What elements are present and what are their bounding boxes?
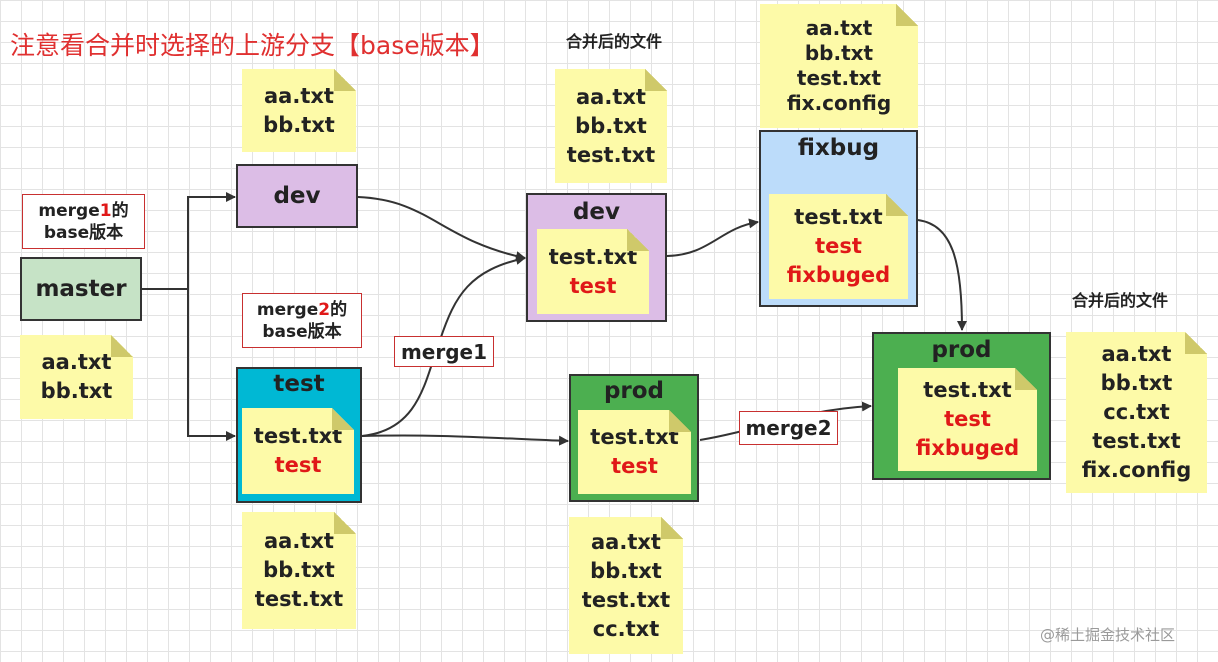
note-fold-icon [111, 335, 133, 357]
branch-name: dev [273, 183, 321, 209]
branch-name: dev [572, 199, 621, 225]
label-text: merge [38, 200, 100, 221]
note-fold-icon [896, 4, 918, 26]
file-name: fix.config [786, 91, 892, 115]
file-name: bb.txt [590, 558, 662, 583]
edge-dev-fixbug [666, 218, 759, 257]
note-fold-icon [334, 512, 356, 534]
file-content: test [274, 453, 322, 477]
caption-merged-files: 合并后的文件 [1072, 291, 1169, 310]
file-name: aa.txt [576, 84, 646, 109]
note-fold-icon [334, 69, 356, 91]
file-name: test.txt [923, 378, 1012, 402]
file-content: fixbuged [786, 263, 891, 287]
file-name: cc.txt [592, 616, 660, 641]
label-text: merge [256, 299, 319, 320]
file-name: bb.txt [263, 558, 335, 582]
note-fold-icon [1015, 368, 1037, 390]
file-name: test.txt [794, 205, 883, 229]
label-text: base版本 [43, 222, 124, 243]
watermark: @稀土掘金技术社区 [1040, 626, 1176, 644]
file-name: test.txt [566, 142, 656, 167]
merge1-base-label: merge1的 base版本 [22, 194, 145, 249]
label-text: 的 [330, 299, 348, 320]
branch-name: prod [603, 378, 665, 404]
label-number: 2 [318, 299, 331, 320]
file-content: test [944, 407, 991, 431]
file-name: aa.txt [41, 350, 112, 374]
note-fold-icon [627, 229, 649, 251]
file-name: aa.txt [264, 83, 334, 108]
file-name: cc.txt [1103, 400, 1170, 424]
branch-name: test [273, 371, 325, 397]
file-note-prod-merged: aa.txt bb.txt cc.txt test.txt fix.config [1066, 332, 1207, 493]
file-name: test.txt [1092, 429, 1181, 453]
file-name: aa.txt [805, 16, 873, 40]
branch-master: master [20, 257, 142, 321]
edge-dev-dev [357, 196, 526, 262]
file-note-dev: aa.txt bb.txt [242, 69, 356, 152]
file-name: aa.txt [591, 529, 661, 554]
merge2-label: merge2 [739, 411, 838, 445]
file-name: test.txt [548, 244, 638, 269]
file-name: bb.txt [263, 112, 335, 137]
merge1-label: merge1 [394, 336, 494, 367]
file-name: test.txt [796, 66, 882, 90]
note-fold-icon [1185, 332, 1207, 354]
note-fold-icon [661, 517, 683, 539]
file-note-prod-merged-inner: test.txt test fixbuged [898, 368, 1037, 471]
file-content: test [569, 273, 617, 298]
file-name: bb.txt [575, 113, 647, 138]
branch-dev: dev [236, 164, 358, 228]
file-content: fixbuged [915, 436, 1020, 460]
file-note-fixbug-inner: test.txt test fixbuged [769, 194, 908, 299]
caption-merged-files: 合并后的文件 [566, 32, 663, 51]
label-text: base版本 [262, 321, 342, 342]
note-fold-icon [886, 194, 908, 216]
file-name: test.txt [581, 587, 671, 612]
edge-fixbug-prod [917, 219, 967, 331]
edge-master-test [142, 288, 236, 441]
file-name: test.txt [253, 424, 343, 448]
label-text: 的 [111, 200, 129, 221]
file-note-prod: aa.txt bb.txt test.txt cc.txt [569, 517, 683, 654]
branch-name: fixbug [797, 135, 880, 161]
page-title: 注意看合并时选择的上游分支【base版本】 [10, 31, 495, 60]
file-name: aa.txt [1101, 342, 1172, 366]
file-name: aa.txt [264, 529, 334, 553]
file-content: test [815, 234, 862, 258]
edge-master-dev [142, 192, 236, 290]
label-number: 1 [99, 200, 112, 221]
branch-name: master [35, 276, 127, 302]
note-fold-icon [669, 410, 691, 432]
file-name: test.txt [254, 587, 344, 611]
merge2-base-label: merge2的 base版本 [242, 293, 362, 348]
file-content: test [611, 454, 658, 478]
file-name: fix.config [1081, 458, 1192, 482]
note-fold-icon [332, 408, 354, 430]
file-note-fixbug: aa.txt bb.txt test.txt fix.config [760, 4, 918, 128]
file-name: bb.txt [1100, 371, 1173, 395]
branch-name: prod [931, 337, 992, 363]
edge-test-prod [361, 434, 569, 446]
file-name: bb.txt [40, 379, 113, 403]
note-fold-icon [645, 69, 667, 91]
file-name: test.txt [590, 425, 679, 449]
file-name: bb.txt [804, 41, 874, 65]
file-note-dev-merged-inner: test.txt test [537, 229, 649, 314]
